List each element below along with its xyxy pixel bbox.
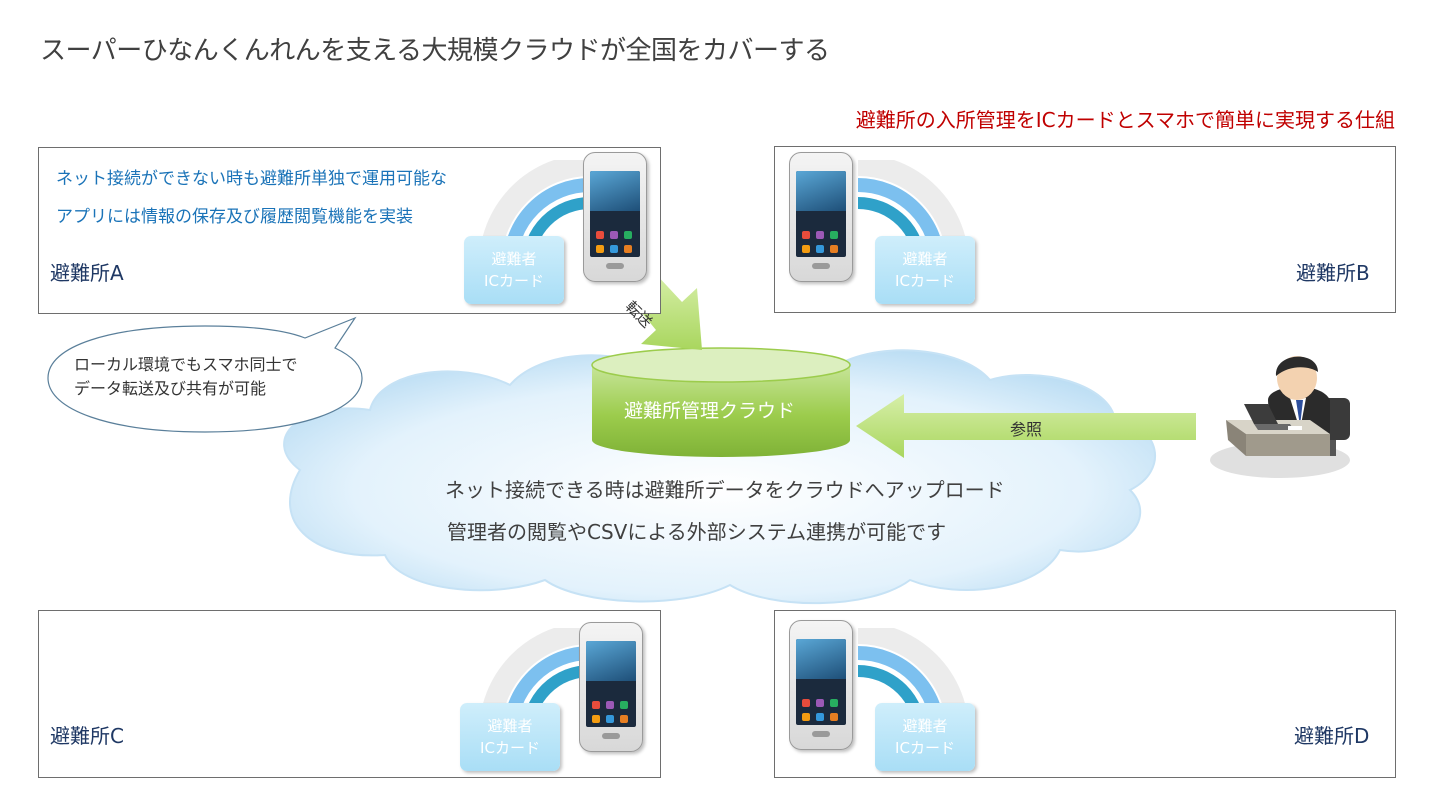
administrator-at-desk-icon	[1210, 356, 1350, 478]
cloud-line-1: ネット接続できる時は避難所データをクラウドへアップロード	[445, 478, 1005, 502]
bubble-line-2: データ転送及び共有が可能	[74, 379, 267, 398]
smartphone-icon	[583, 152, 647, 282]
ic-card-line-1: 避難者	[902, 250, 948, 268]
cloud-line-2: 管理者の閲覧やCSVによる外部システム連携が可能です	[447, 520, 947, 544]
reference-arrow	[856, 394, 1196, 458]
shelter-a-feature-line-1: ネット接続ができない時も避難所単独で運用可能な	[56, 169, 447, 189]
ic-card-line-1: 避難者	[487, 717, 533, 735]
ic-card-icon: 避難者 ICカード	[875, 236, 975, 304]
ic-card-line-2: ICカード	[480, 739, 540, 757]
shelter-c-name: 避難所C	[50, 724, 124, 748]
bubble-line-1: ローカル環境でもスマホ同士で	[74, 355, 298, 374]
shelter-a-name: 避難所A	[50, 261, 124, 285]
ic-card-icon: 避難者 ICカード	[460, 703, 560, 771]
ic-card-line-1: 避難者	[902, 717, 948, 735]
ic-card-line-2: ICカード	[484, 272, 544, 290]
shelter-d-name: 避難所D	[1294, 724, 1370, 748]
smartphone-icon	[789, 152, 853, 282]
database-label: 避難所管理クラウド	[624, 400, 796, 422]
ic-card-icon: 避難者 ICカード	[464, 236, 564, 304]
database-icon	[591, 347, 851, 457]
speech-bubble-icon	[47, 316, 363, 433]
ic-card-line-2: ICカード	[895, 272, 955, 290]
subtitle: 避難所の入所管理をICカードとスマホで簡単に実現する仕組	[855, 108, 1395, 132]
ic-card-icon: 避難者 ICカード	[875, 703, 975, 771]
shelter-b-name: 避難所B	[1296, 261, 1370, 285]
ic-card-line-2: ICカード	[895, 739, 955, 757]
smartphone-icon	[789, 620, 853, 750]
shelter-a-feature-line-2: アプリには情報の保存及び履歴閲覧機能を実装	[56, 207, 413, 227]
ic-card-line-1: 避難者	[491, 250, 537, 268]
smartphone-icon	[579, 622, 643, 752]
page-title: スーパーひなんくんれんを支える大規模クラウドが全国をカバーする	[40, 36, 830, 66]
reference-label: 参照	[1010, 420, 1043, 439]
